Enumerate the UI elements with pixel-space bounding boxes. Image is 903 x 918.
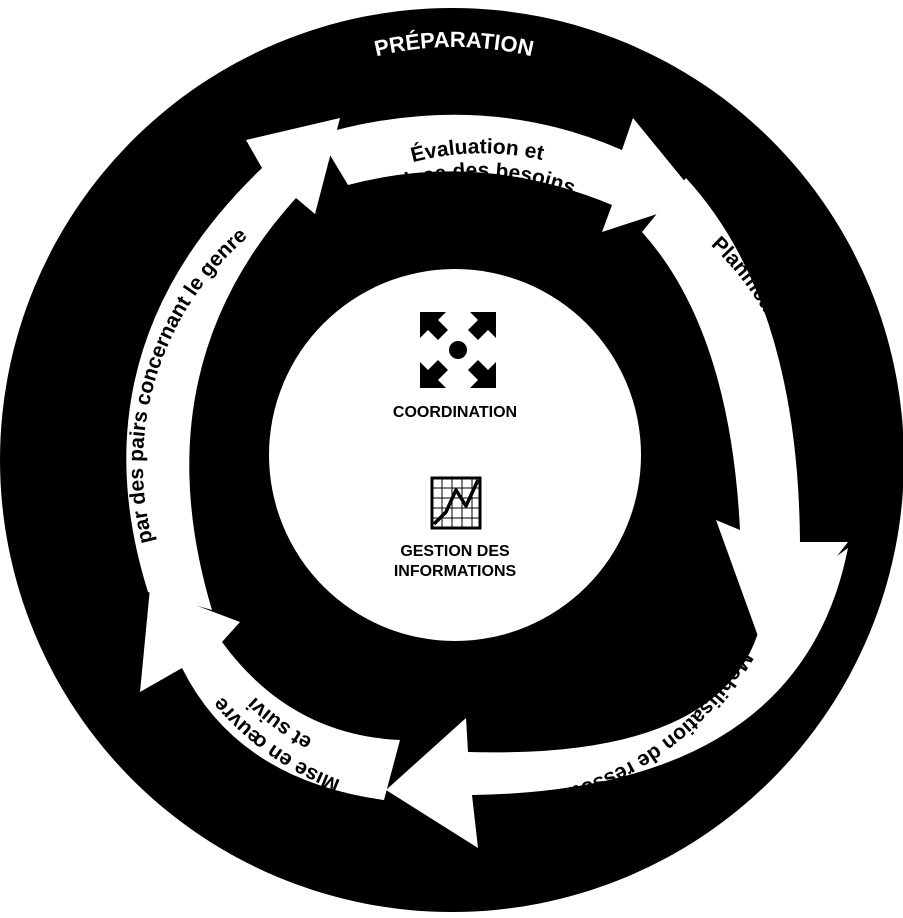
info-label-line1: GESTION DES [400,543,510,560]
arrow-strategic-planning [642,178,848,650]
arrow-resource-mobilization [386,548,848,848]
arrow-evaluation [126,118,341,610]
converge-arrows-icon [420,312,496,388]
cycle-arrows [126,114,848,848]
center-disc [269,269,641,641]
arrow-needs-assessment [318,114,700,232]
coordination-label: COORDINATION [393,404,517,421]
arrow-implementation [140,588,400,800]
info-label-line2: INFORMATIONS [394,563,517,580]
line-chart-icon [430,476,482,530]
